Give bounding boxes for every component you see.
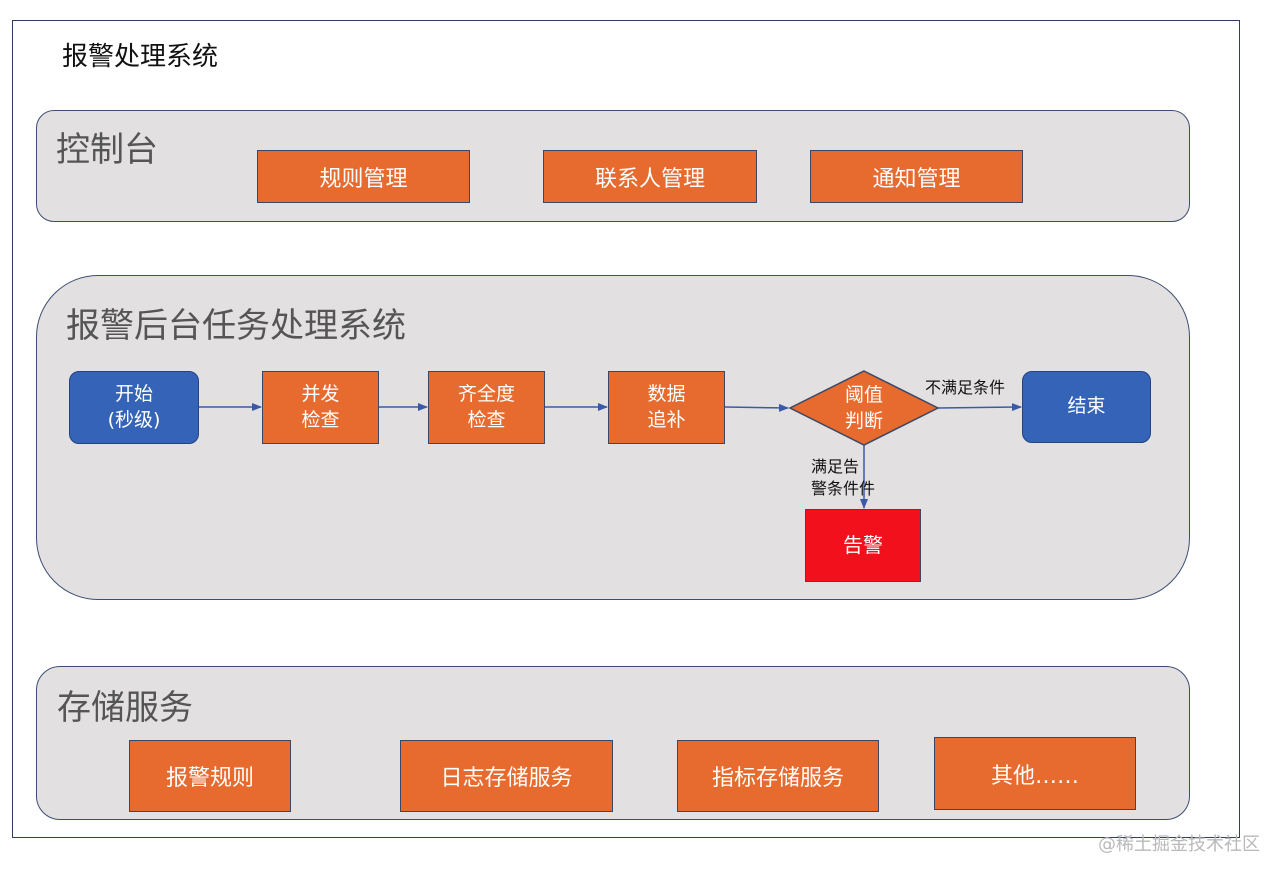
decision-label[interactable]: 阈值 判断 [820,382,908,436]
rule-management-box[interactable]: 规则管理 [257,150,470,203]
decision-diamond [788,370,940,446]
alert-node[interactable]: 告警 [805,509,921,582]
start-label: 开始 [114,382,153,405]
alert-rules-box[interactable]: 报警规则 [129,740,291,812]
start-sublabel: (秒级) [107,408,161,431]
backend-title: 报警后台任务处理系统 [66,306,406,346]
end-node[interactable]: 结束 [1022,371,1151,443]
completeness-label-2: 检查 [467,408,506,431]
storage-title: 存储服务 [57,688,193,728]
decision-label-2: 判断 [844,410,883,432]
arrow-decision-to-end [937,403,1022,412]
log-storage-box[interactable]: 日志存储服务 [400,740,613,812]
concurrency-check-node[interactable]: 并发 检查 [262,371,379,444]
concurrency-label-2: 检查 [301,408,340,431]
contact-management-box[interactable]: 联系人管理 [543,150,757,203]
start-node[interactable]: 开始 (秒级) [69,371,199,444]
completeness-label-1: 齐全度 [457,382,515,405]
arrow-backfill-to-decision [724,403,789,412]
others-box[interactable]: 其他…… [934,737,1136,810]
concurrency-label-1: 并发 [301,382,340,405]
metric-storage-box[interactable]: 指标存储服务 [677,740,879,812]
console-title: 控制台 [56,130,158,170]
watermark: @稀土掘金技术社区 [1098,834,1260,855]
met-label-line-1: 满足告 [811,457,860,476]
met-label: 满足告 警条件件 [811,456,875,499]
backfill-label-2: 追补 [647,408,686,431]
backfill-label-1: 数据 [647,382,686,405]
notification-management-box[interactable]: 通知管理 [810,150,1023,203]
met-label-line-2: 警条件件 [811,478,876,498]
page-title: 报警处理系统 [62,42,219,72]
not-met-label: 不满足条件 [925,378,1006,397]
data-backfill-node[interactable]: 数据 追补 [608,371,725,444]
completeness-check-node[interactable]: 齐全度 检查 [428,371,545,444]
decision-label-1: 阈值 [844,384,883,407]
